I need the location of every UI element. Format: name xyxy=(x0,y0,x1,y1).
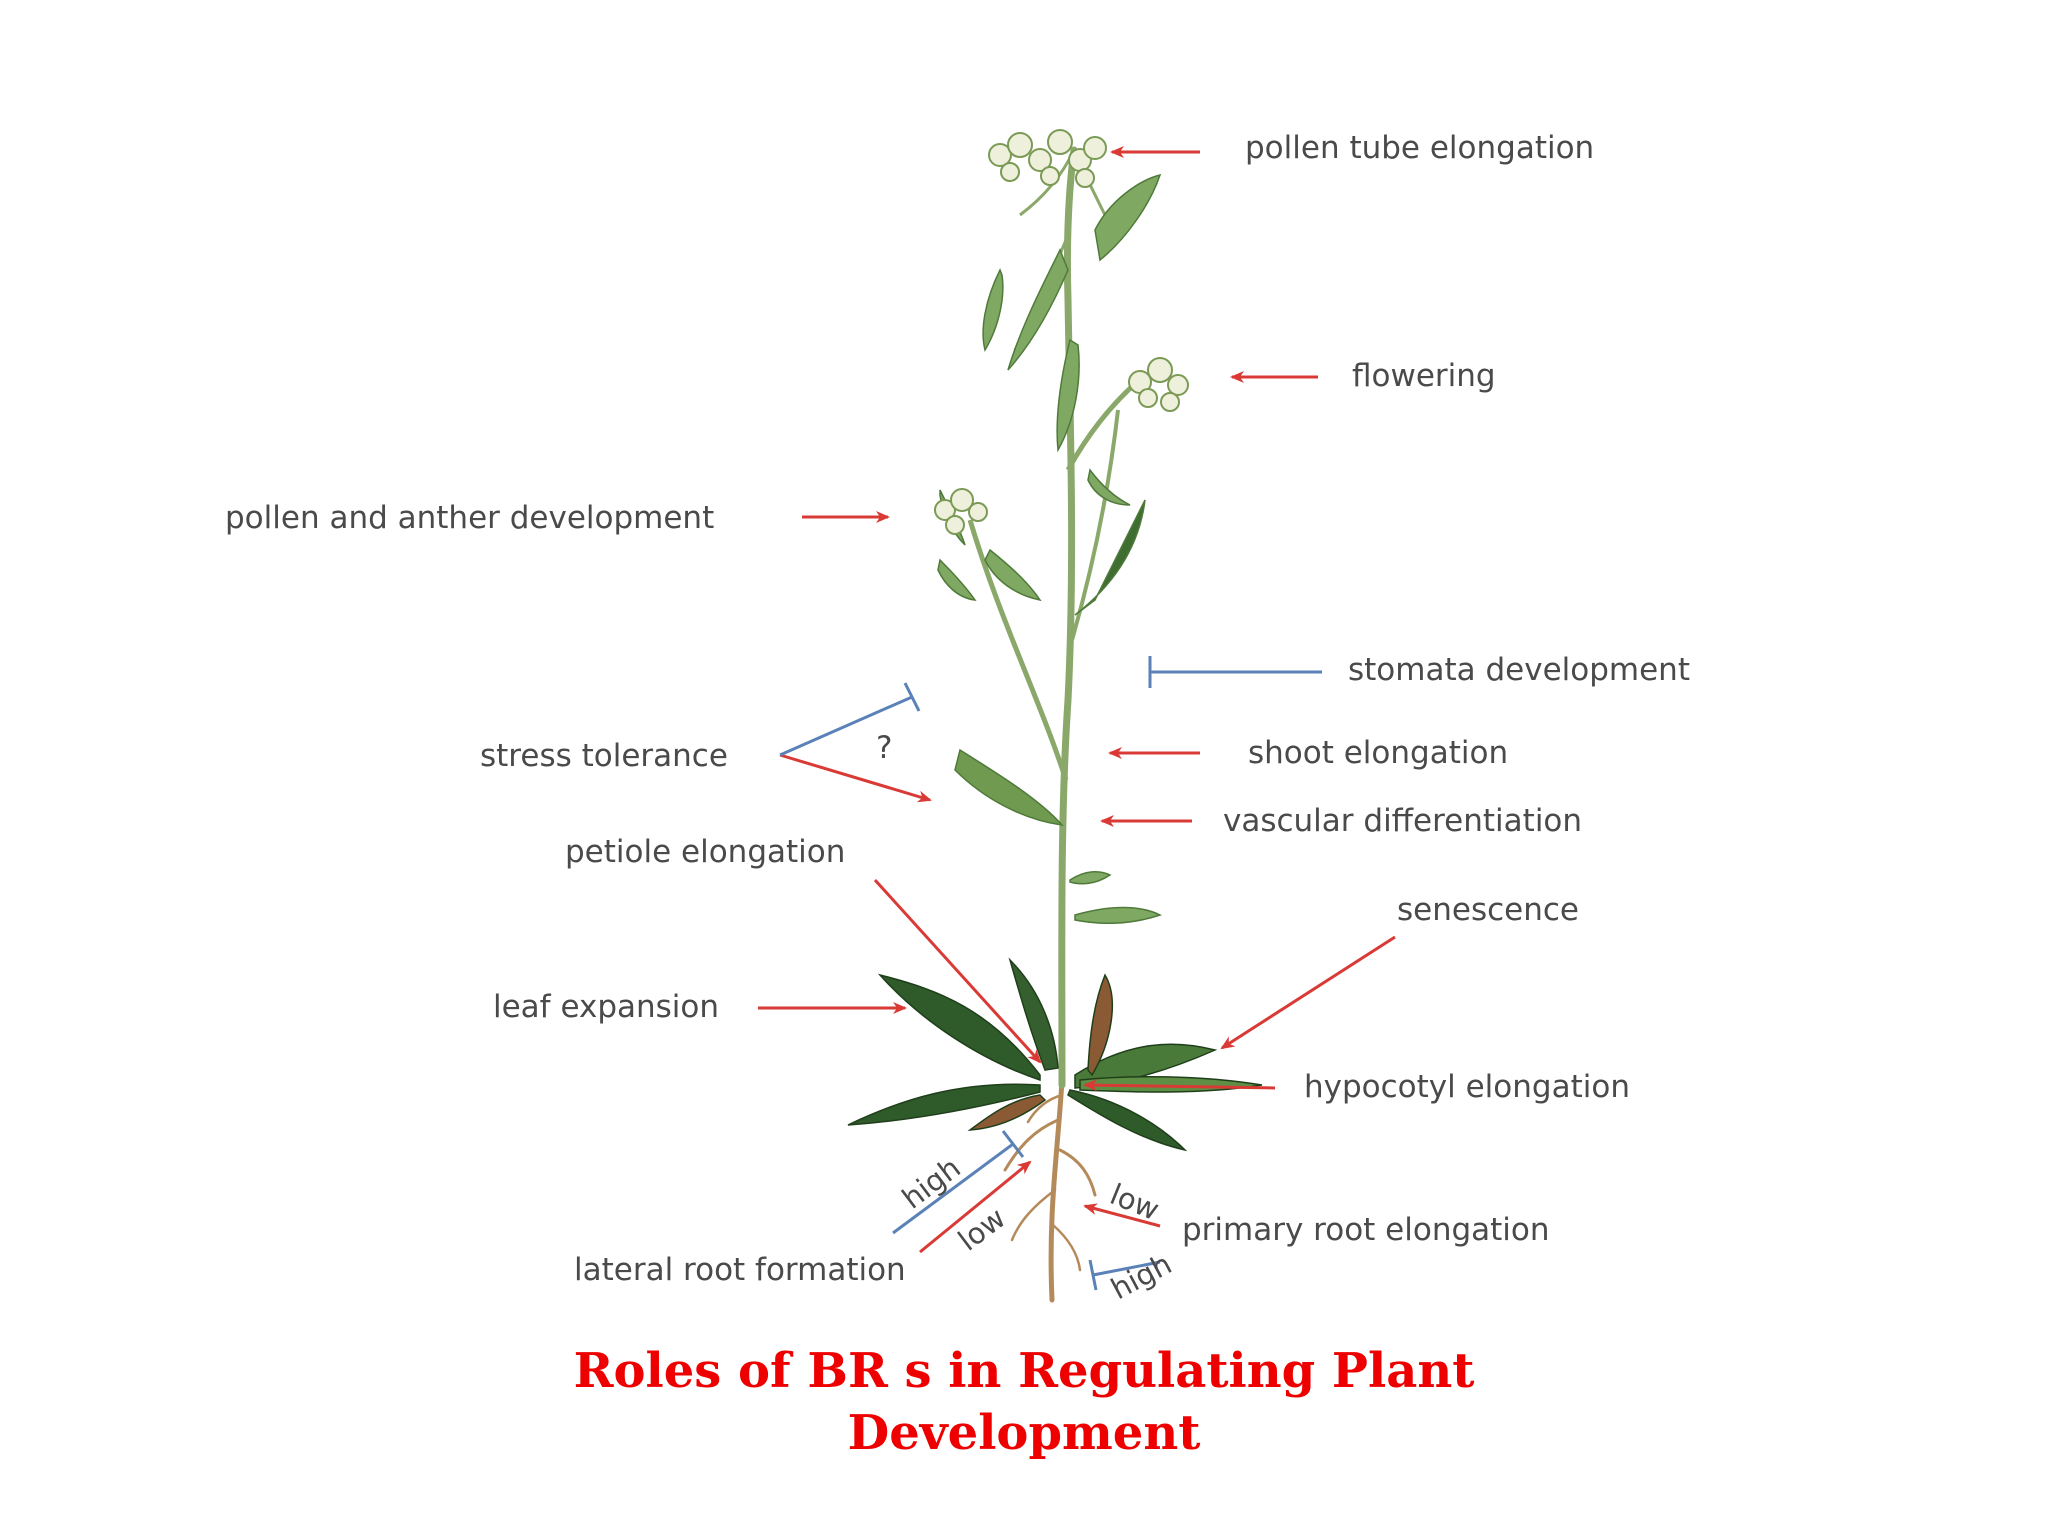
label-senescence: senescence xyxy=(1397,892,1579,928)
rosette-leaves xyxy=(847,957,1263,1152)
label-question: ? xyxy=(876,730,892,766)
caption-line-1: Roles of BR s in Regulating Plant xyxy=(573,1343,1475,1399)
flower-clusters xyxy=(934,129,1189,535)
arrow-petiole xyxy=(873,878,1042,1064)
label-stomata: stomata development xyxy=(1348,652,1690,688)
inhibit-lateral-root-high xyxy=(892,1142,1014,1235)
caption-line-2: Development xyxy=(847,1405,1201,1461)
arrow-lateral-root-low xyxy=(919,1160,1032,1254)
label-shoot: shoot elongation xyxy=(1248,735,1508,771)
arrow-stress-promote xyxy=(779,753,932,803)
connectors xyxy=(758,146,1396,1291)
figure-caption: Roles of BR s in Regulating Plant Develo… xyxy=(0,1340,2048,1464)
label-vascular: vascular differentiation xyxy=(1223,803,1582,839)
left-branch xyxy=(967,519,1069,781)
arrow-senescence xyxy=(1220,935,1396,1050)
label-pollen-anther: pollen and anther development xyxy=(225,500,714,536)
label-pollen-tube: pollen tube elongation xyxy=(1245,130,1594,166)
label-hypocotyl: hypocotyl elongation xyxy=(1304,1069,1630,1105)
arrow-primary-root-low xyxy=(1083,1203,1161,1228)
main-stem xyxy=(1058,146,1078,1089)
plant-illustration xyxy=(847,129,1263,1303)
root-system xyxy=(1003,1077,1097,1303)
inhibit-stress xyxy=(779,695,913,757)
inhibit-primary-root-high xyxy=(1092,1260,1161,1277)
label-primary-high: high xyxy=(1105,1246,1177,1306)
label-flowering: flowering xyxy=(1352,358,1496,394)
label-stress: stress tolerance xyxy=(480,738,728,774)
label-leaf-expansion: leaf expansion xyxy=(493,989,719,1025)
label-primary-root: primary root elongation xyxy=(1182,1212,1550,1248)
label-petiole: petiole elongation xyxy=(565,834,845,870)
arrow-hypocotyl xyxy=(1083,1079,1276,1092)
labels: pollen tube elongation flowering pollen … xyxy=(225,130,1690,1306)
label-primary-low: low xyxy=(1105,1177,1164,1227)
label-lateral-low: low xyxy=(952,1201,1012,1258)
cauline-leaves xyxy=(937,173,1162,925)
label-lateral-root: lateral root formation xyxy=(574,1252,906,1288)
